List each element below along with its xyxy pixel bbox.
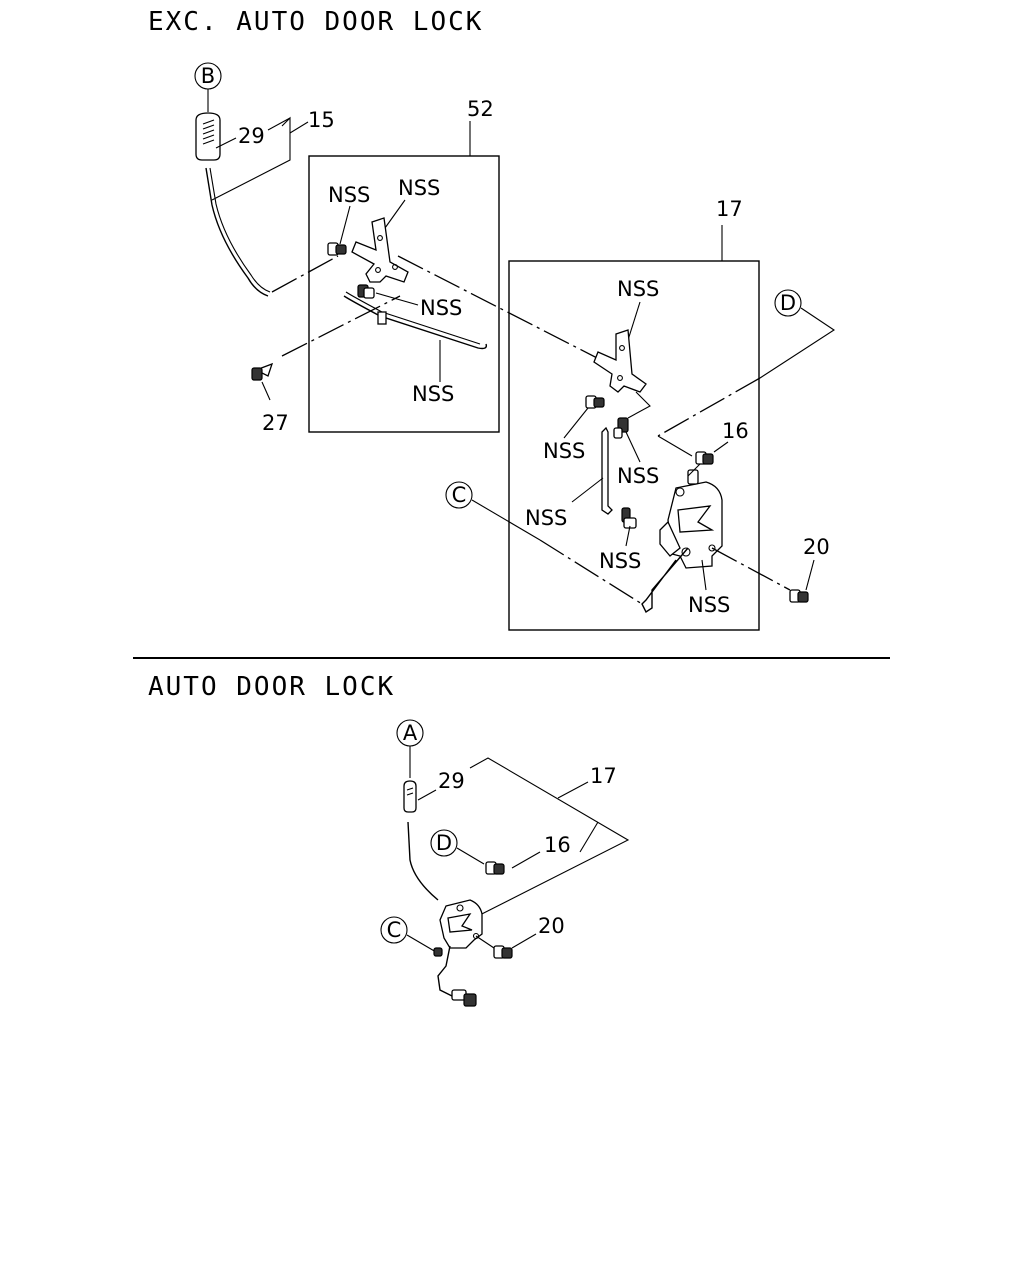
- label-nss: NSS: [688, 593, 730, 617]
- label-nss: NSS: [599, 549, 641, 573]
- lock-rod-15: [205, 167, 269, 297]
- label-52: 52: [467, 97, 494, 121]
- clip-nss[interactable]: [621, 507, 637, 529]
- clip-nss[interactable]: [613, 417, 629, 439]
- lock-rod: [407, 821, 439, 901]
- svg-text:C: C: [452, 483, 467, 507]
- ref-circle-c[interactable]: C: [445, 481, 473, 509]
- rod-nss: [601, 426, 613, 515]
- bolt-nss[interactable]: [327, 242, 347, 256]
- section-title-auto-door-lock: AUTO DOOR LOCK: [148, 672, 395, 702]
- ref-circle-d[interactable]: D: [430, 829, 458, 857]
- label-16: 16: [544, 833, 571, 857]
- bracket-nss[interactable]: [593, 329, 647, 393]
- ref-circle-c[interactable]: C: [380, 916, 408, 944]
- ref-circle-b[interactable]: B: [194, 62, 222, 90]
- label-27: 27: [262, 411, 289, 435]
- label-nss: NSS: [328, 183, 370, 207]
- label-20: 20: [803, 535, 830, 559]
- bolt-nss[interactable]: [585, 395, 605, 409]
- svg-text:C: C: [387, 918, 402, 942]
- label-nss: NSS: [420, 296, 462, 320]
- label-29: 29: [238, 124, 265, 148]
- ref-circle-a[interactable]: A: [396, 719, 424, 747]
- link-rod-nss: [343, 295, 488, 350]
- bolt-16[interactable]: [485, 861, 505, 875]
- ref-circle-d[interactable]: D: [774, 289, 802, 317]
- svg-text:B: B: [201, 64, 215, 88]
- label-nss: NSS: [543, 439, 585, 463]
- label-nss: NSS: [525, 506, 567, 530]
- lock-knob-part-29[interactable]: [403, 780, 417, 813]
- assembly-box-17: [508, 260, 760, 631]
- label-17: 17: [590, 764, 617, 788]
- label-nss: NSS: [617, 464, 659, 488]
- door-lock-actuator[interactable]: [439, 899, 483, 949]
- bolt-16[interactable]: [695, 451, 714, 465]
- lock-knob-part-29[interactable]: [195, 112, 221, 161]
- svg-text:D: D: [780, 291, 796, 315]
- nut-nss[interactable]: [357, 284, 375, 299]
- svg-text:A: A: [403, 721, 418, 745]
- label-nss: NSS: [617, 277, 659, 301]
- assembly-box-52: [308, 155, 500, 433]
- screw-27[interactable]: [251, 362, 274, 381]
- bracket-nss[interactable]: [351, 217, 409, 283]
- label-17: 17: [716, 197, 743, 221]
- lever-rod-nss: [641, 547, 689, 614]
- door-lock-actuator[interactable]: [659, 469, 723, 569]
- svg-text:D: D: [436, 831, 452, 855]
- label-20: 20: [538, 914, 565, 938]
- section-title-exc-auto-door-lock: EXC. AUTO DOOR LOCK: [148, 7, 483, 37]
- label-nss: NSS: [412, 382, 454, 406]
- screw-20[interactable]: [493, 945, 513, 959]
- label-16: 16: [722, 419, 749, 443]
- screw-20[interactable]: [789, 589, 809, 603]
- label-15: 15: [308, 108, 335, 132]
- label-nss: NSS: [398, 176, 440, 200]
- wire-harness: [437, 945, 453, 997]
- label-29: 29: [438, 769, 465, 793]
- connector[interactable]: [451, 989, 477, 1007]
